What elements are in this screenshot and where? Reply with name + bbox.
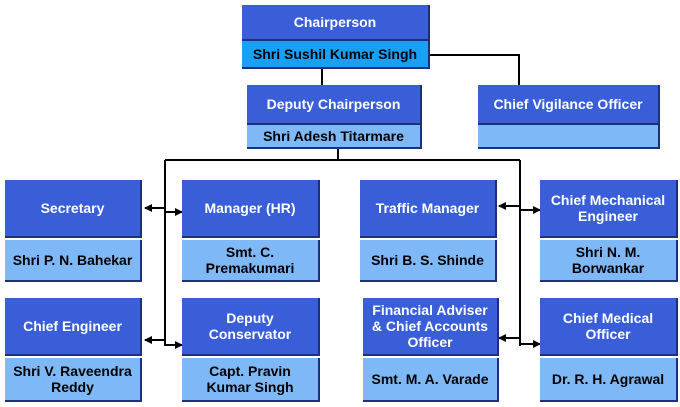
chairperson-title: Chairperson	[242, 5, 430, 41]
line-chair-to-vigilance	[430, 54, 520, 86]
secretary-name: Shri P. N. Bahekar	[5, 240, 142, 282]
chief-vigilance-name	[478, 125, 660, 149]
deputy-chairperson-name: Shri Adesh Titarmare	[247, 125, 422, 149]
chief-mech-engineer-title: Chief Mechanical Engineer	[540, 180, 678, 238]
financial-adviser-title: Financial Adviser & Chief Accounts Offic…	[363, 298, 499, 356]
chief-medical-title: Chief Medical Officer	[540, 298, 678, 356]
deputy-conservator-name: Capt. Pravin Kumar Singh	[182, 358, 320, 402]
chief-vigilance-title: Chief Vigilance Officer	[478, 85, 660, 125]
traffic-manager-title: Traffic Manager	[360, 180, 497, 238]
deputy-conservator-title: Deputy Conservator	[182, 298, 320, 356]
manager-hr-name: Smt. C. Premakumari	[182, 240, 320, 282]
deputy-chairperson-title: Deputy Chairperson	[247, 85, 422, 125]
chairperson-name: Shri Sushil Kumar Singh	[242, 41, 430, 69]
chief-medical-name: Dr. R. H. Agrawal	[540, 358, 678, 402]
chief-mech-engineer-name: Shri N. M. Borwankar	[540, 240, 678, 282]
secretary-title: Secretary	[5, 180, 142, 238]
traffic-manager-name: Shri B. S. Shinde	[360, 240, 497, 282]
chief-engineer-name: Shri V. Raveendra Reddy	[5, 358, 142, 402]
manager-hr-title: Manager (HR)	[182, 180, 320, 238]
financial-adviser-name: Smt. M. A. Varade	[363, 358, 499, 402]
chief-engineer-title: Chief Engineer	[5, 298, 142, 356]
